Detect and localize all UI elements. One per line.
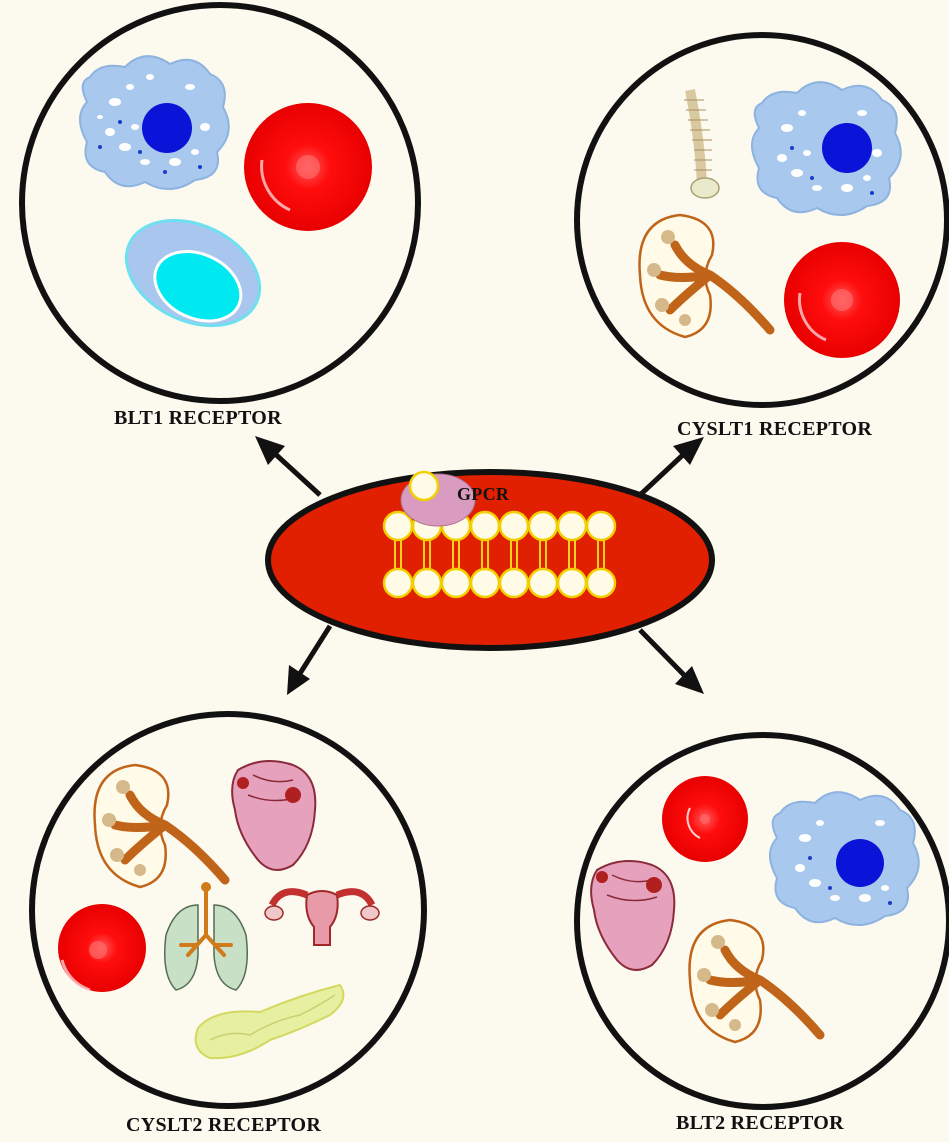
blt1-receptor-label: BLT1 RECEPTOR: [114, 407, 282, 430]
arrow-to-blt1: [255, 436, 320, 495]
leukocyte-icon: [80, 56, 229, 189]
arrow-to-cyslt1: [640, 437, 704, 495]
cyslt1-circle: [577, 35, 947, 405]
blt2-receptor-label: BLT2 RECEPTOR: [676, 1112, 844, 1135]
leukocyte-icon: [770, 792, 919, 925]
gpcr-label: GPCR: [457, 484, 509, 505]
arrow-to-blt2: [640, 630, 704, 694]
red-blood-cell-icon: [58, 904, 146, 992]
cyslt1-receptor-label: CYSLT1 RECEPTOR: [677, 418, 872, 441]
blt2-circle: [577, 735, 949, 1107]
leukocyte-icon: [752, 82, 901, 215]
red-blood-cell-icon: [244, 103, 372, 231]
red-blood-cell-icon: [662, 776, 748, 862]
blt1-circle: [22, 5, 418, 401]
arrow-to-cyslt2: [287, 626, 330, 695]
cyslt2-receptor-label: CYSLT2 RECEPTOR: [126, 1114, 321, 1137]
cyslt2-circle: [32, 714, 424, 1106]
red-blood-cell-icon: [784, 242, 900, 358]
